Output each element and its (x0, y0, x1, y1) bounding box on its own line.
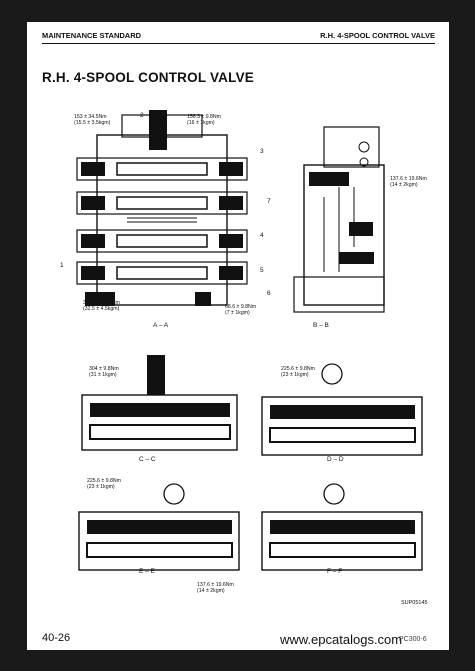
running-header: MAINTENANCE STANDARD R.H. 4-SPOOL CONTRO… (42, 31, 435, 43)
torque-callout-4: 318.7 ± 44.1Nm (32.5 ± 4.5kgm) (83, 300, 120, 312)
header-chapter: R.H. 4-SPOOL CONTROL VALVE (320, 31, 435, 40)
caption-bb: B – B (313, 322, 329, 329)
section-dd-drawing (261, 363, 423, 456)
callout-number-7: 7 (267, 198, 271, 205)
header-rule (42, 43, 435, 44)
torque-callout-1: 153 ± 34.5Nm (15.5 ± 3.5kgm) (74, 114, 110, 126)
manual-page: MAINTENANCE STANDARD R.H. 4-SPOOL CONTRO… (27, 22, 449, 650)
torque-value-kgm: (23 ± 1kgm) (281, 372, 309, 378)
callout-number-6: 6 (267, 290, 271, 297)
torque-value-kgm: (32.5 ± 4.5kgm) (83, 306, 120, 312)
section-aa-drawing (76, 110, 248, 306)
torque-value: 137.6 ± 19.6Nm (197, 582, 234, 588)
callout-number-1: 1 (60, 262, 64, 269)
torque-value: 156.3 ± 9.8Nm (187, 114, 221, 120)
torque-value-kgm: (14 ± 2kgm) (390, 182, 418, 188)
section-bb-drawing (293, 126, 385, 313)
section-ff-drawing (261, 483, 423, 571)
figure-code: SUP05145 (401, 600, 428, 606)
callout-number-2: 2 (140, 112, 144, 119)
torque-value-kgm: (15.5 ± 3.5kgm) (74, 120, 111, 126)
torque-callout-9: 137.6 ± 19.6Nm (14 ± 2kgm) (197, 582, 234, 594)
torque-value: 225.6 ± 9.8Nm (281, 366, 315, 372)
torque-value-kgm: (14 ± 2kgm) (197, 588, 225, 594)
caption-cc: C – C (139, 456, 156, 463)
torque-callout-6: 304 ± 9.8Nm (31 ± 1kgm) (89, 366, 119, 378)
page-number: 40-26 (42, 632, 71, 644)
section-ee-drawing (78, 483, 240, 571)
torque-value-kgm: (16 ± 1kgm) (187, 120, 215, 126)
torque-callout-8: 225.6 ± 9.8Nm (23 ± 1kgm) (87, 478, 121, 490)
torque-value-kgm: (7 ± 1kgm) (225, 310, 250, 316)
torque-callout-2: 156.3 ± 9.8Nm (16 ± 1kgm) (187, 114, 221, 126)
torque-value-kgm: (31 ± 1kgm) (89, 372, 117, 378)
callout-number-5: 5 (260, 267, 264, 274)
torque-value: 225.6 ± 9.8Nm (87, 478, 121, 484)
caption-ee: E – E (139, 568, 155, 575)
header-section: MAINTENANCE STANDARD (42, 31, 142, 40)
caption-aa: A – A (153, 322, 169, 329)
torque-value: 153 ± 34.5Nm (74, 114, 107, 120)
section-cc-drawing (81, 355, 238, 451)
callout-number-4: 4 (260, 232, 264, 239)
torque-callout-5: 68.6 ± 9.8Nm (7 ± 1kgm) (225, 304, 256, 316)
page-title: R.H. 4-SPOOL CONTROL VALVE (42, 70, 254, 85)
torque-callout-7: 225.6 ± 9.8Nm (23 ± 1kgm) (281, 366, 315, 378)
caption-dd: D – D (327, 456, 344, 463)
torque-value: 304 ± 9.8Nm (89, 366, 119, 372)
watermark-url: www.epcatalogs.com (280, 632, 403, 647)
model-code: PC300-6 (399, 636, 427, 643)
torque-callout-3: 137.6 ± 19.6Nm (14 ± 2kgm) (390, 176, 427, 188)
torque-value: 68.6 ± 9.8Nm (225, 304, 257, 310)
torque-value-kgm: (23 ± 1kgm) (87, 484, 115, 490)
callout-number-3: 3 (260, 148, 264, 155)
torque-value: 137.6 ± 19.6Nm (390, 176, 427, 182)
caption-ff: F – F (327, 568, 343, 575)
torque-value: 318.7 ± 44.1Nm (83, 300, 120, 306)
